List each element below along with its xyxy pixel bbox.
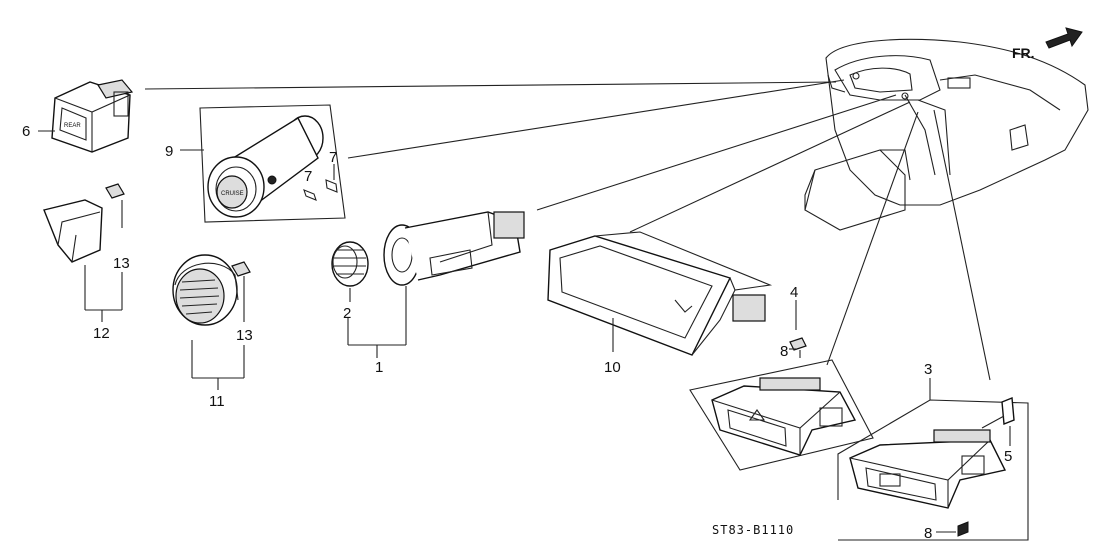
label-7a: 7 — [304, 168, 312, 185]
part-11-lamp — [172, 254, 251, 390]
label-3: 3 — [924, 361, 932, 378]
label-8b: 8 — [924, 525, 932, 542]
label-6: 6 — [22, 123, 30, 140]
label-8a: 8 — [780, 343, 788, 360]
label-12: 12 — [93, 325, 110, 342]
part-1-lighter — [331, 211, 525, 358]
label-13a: 13 — [113, 255, 130, 272]
label-2: 2 — [343, 305, 351, 322]
part-10-pocket — [547, 231, 773, 356]
label-11: 11 — [209, 393, 225, 410]
part-4-group — [689, 300, 874, 471]
cruise-marking: CRUISE — [221, 191, 244, 197]
label-10: 10 — [604, 359, 621, 376]
part-9-group: CRUISE — [180, 104, 346, 223]
label-13b: 13 — [236, 327, 253, 344]
label-1: 1 — [375, 359, 383, 376]
front-arrow-icon — [1045, 27, 1083, 49]
label-5: 5 — [1004, 448, 1012, 465]
diagram-code: ST83-B1110 — [712, 523, 794, 537]
callout-labels: 1 2 3 4 5 6 7 7 8 8 9 10 11 12 13 13 — [22, 123, 1012, 542]
leader-lines — [144, 79, 991, 381]
direction-label: FR. — [1012, 45, 1035, 61]
part-6-switch: REAR — [38, 79, 134, 153]
label-9: 9 — [165, 143, 173, 160]
front-direction-indicator: FR. — [1012, 27, 1083, 61]
part-12-bracket — [43, 183, 125, 322]
rear-marking: REAR — [64, 123, 81, 129]
dashboard-illustration — [804, 38, 1089, 231]
part-3-group — [837, 378, 1029, 541]
label-7b: 7 — [329, 149, 337, 166]
label-4: 4 — [790, 284, 798, 301]
